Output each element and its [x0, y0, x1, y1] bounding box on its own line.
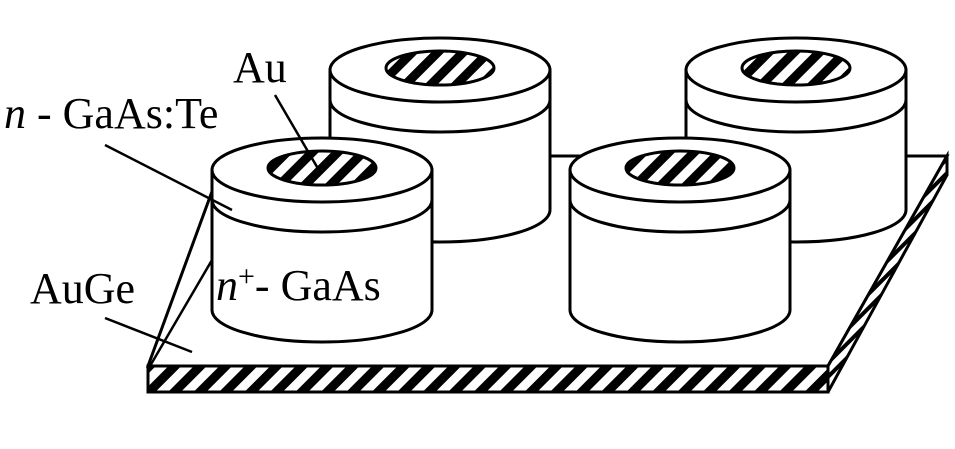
leader-nplus-gaas: [148, 259, 214, 367]
leader-au: [273, 94, 322, 173]
mesa-front-left: [210, 136, 434, 344]
label-n-gaas-te: n - GaAs:Te: [4, 89, 218, 138]
label-nplus-gaas: n+- GaAs: [216, 260, 381, 310]
leader-auge: [104, 316, 193, 354]
mesa-front-right: [568, 136, 792, 344]
au-contact: [740, 49, 852, 87]
leader-n-gaas-te: [104, 143, 233, 212]
au-contact: [266, 149, 378, 187]
au-contact: [624, 149, 736, 187]
label-auge: AuGe: [30, 264, 135, 313]
au-contact: [384, 49, 496, 87]
label-au: Au: [233, 43, 287, 92]
